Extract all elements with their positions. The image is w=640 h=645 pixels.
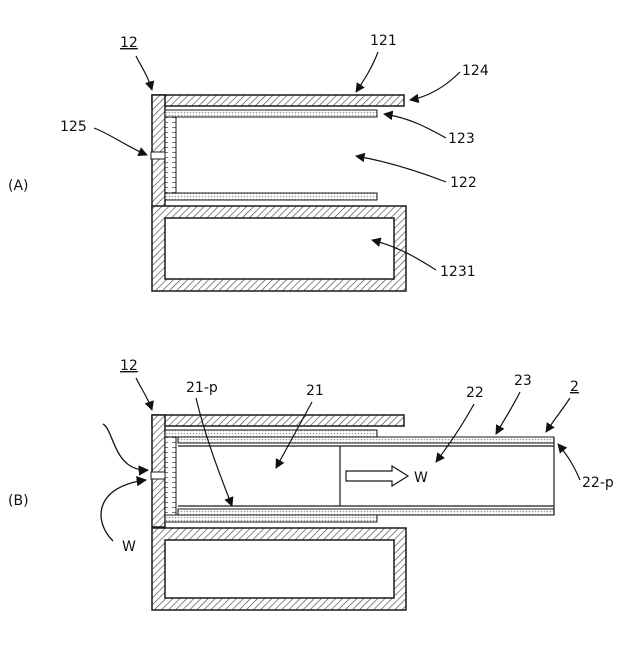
flow-curve-lower (101, 480, 146, 541)
label-b-w-outer: W (122, 539, 136, 555)
leader-a-123 (384, 114, 446, 138)
top-liner-b (165, 430, 377, 437)
left-wall-b (152, 415, 165, 527)
flow-curve-upper (103, 424, 148, 470)
leader-b-2 (546, 398, 570, 432)
label-a-121: 121 (370, 33, 397, 49)
label-b-w-inner: W (414, 470, 428, 486)
label-b-22p: 22-p (582, 475, 614, 491)
leader-a-122 (356, 156, 446, 182)
leader-a-125 (94, 128, 147, 155)
leader-b-23 (496, 392, 520, 434)
label-a-124: 124 (462, 63, 489, 79)
label-a-122: 122 (450, 175, 477, 191)
back-liner-b (165, 436, 176, 516)
label-b-22: 22 (466, 385, 484, 401)
leader-b-12 (136, 378, 152, 410)
label-b-21: 21 (306, 383, 324, 399)
label-a-12: 12 (120, 35, 138, 51)
panel-label-a: (A) (8, 178, 29, 194)
label-a-1231: 1231 (440, 264, 476, 280)
top-plate (152, 95, 404, 106)
leader-a-12 (136, 56, 152, 90)
leader-b-22 (436, 404, 474, 462)
tube-bottom-coating (178, 509, 554, 515)
label-a-125: 125 (60, 119, 87, 135)
label-a-123: 123 (448, 131, 475, 147)
leader-b-22p (558, 444, 580, 480)
top-plate-b (152, 415, 404, 426)
top-liner (165, 110, 377, 117)
flow-arrow-inner (346, 466, 408, 486)
label-b-2: 2 (570, 379, 579, 395)
bottom-liner (165, 193, 377, 200)
figure-a: (A) 12 121 124 123 125 122 1231 (8, 33, 489, 291)
figure-b: (B) W W 12 21-p 21 (8, 358, 614, 610)
leader-a-124 (410, 72, 460, 100)
label-b-23: 23 (514, 373, 532, 389)
wall-hole (151, 152, 166, 159)
back-liner (165, 115, 176, 197)
bottom-liner-b (165, 515, 377, 522)
lower-box-b (152, 528, 406, 610)
label-b-12: 12 (120, 358, 138, 374)
lower-box (152, 206, 406, 291)
leader-b-21p (196, 398, 232, 506)
panel-label-b: (B) (8, 493, 29, 509)
label-b-21p: 21-p (186, 380, 218, 396)
tube-top-coating (178, 437, 554, 443)
wall-hole-b (151, 472, 166, 479)
leader-a-121 (356, 52, 378, 92)
